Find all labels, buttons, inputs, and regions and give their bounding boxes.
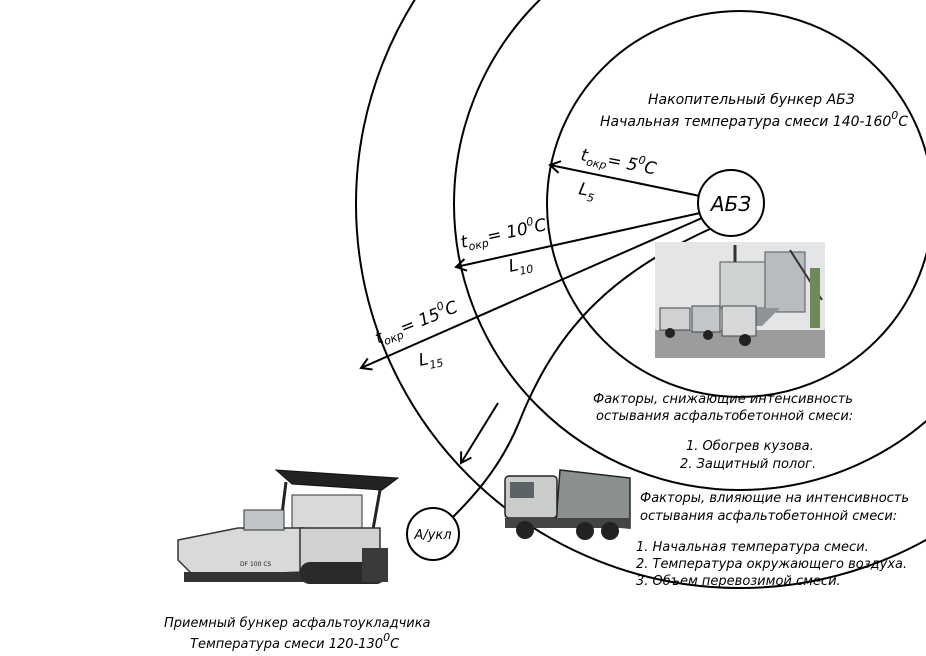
zone-5-temperature: tокр= 50C	[579, 142, 659, 181]
storage-temperature: Начальная температура смеси 140-1600C	[600, 109, 908, 130]
radius-arrow-15	[359, 217, 703, 371]
dump-truck-image	[504, 469, 631, 540]
plant-node[interactable]	[697, 169, 765, 237]
influencing-factor-1: 1. Начальная температура смеси.	[636, 540, 869, 555]
zone-10-distance: L10	[507, 252, 535, 279]
reducing-factors-title-1: Факторы, снижающие интенсивность	[593, 392, 853, 407]
zone-15-circle	[355, 0, 926, 589]
paver-node[interactable]	[406, 507, 460, 561]
influencing-factors-title-2: остывания асфальтобетонной смеси:	[640, 509, 897, 524]
delivery-route	[447, 227, 713, 523]
reducing-factor-1: 1. Обогрев кузова.	[686, 439, 814, 454]
asphalt-plant-photo	[655, 242, 825, 358]
zone-10-circle	[453, 0, 926, 491]
zone-5-distance: L5	[576, 179, 597, 205]
plant-label: АБЗ	[709, 192, 751, 216]
paver-hopper-title: Приемный бункер асфальтоукладчика	[164, 616, 431, 631]
radius-arrow-5	[548, 160, 701, 197]
influencing-factor-3: 3. Объем перевозимой смеси.	[636, 574, 841, 589]
paver-temperature: Температура смеси 120-1300C	[190, 631, 400, 652]
reducing-factor-2: 2. Защитный полог.	[680, 457, 816, 472]
asphalt-paver-image: DYNAPAC DF 100 CS	[177, 462, 400, 584]
paver-node-label: А/укл	[413, 528, 451, 543]
zone-5-circle	[546, 10, 926, 398]
zone-15-distance: L15	[417, 346, 445, 373]
influencing-factors-title-1: Факторы, влияющие на интенсивность	[640, 491, 909, 506]
reducing-factors-title-2: остывания асфальтобетонной смеси:	[596, 409, 853, 424]
storage-hopper-title: Накопительный бункер АБЗ	[648, 92, 855, 108]
delivery-direction-arrow	[459, 402, 499, 465]
influencing-factor-2: 2. Температура окружающего воздуха.	[636, 557, 907, 572]
radius-arrow-10	[454, 212, 701, 272]
paver-brand: DYNAPAC	[290, 462, 318, 469]
paver-model: DF 100 CS	[240, 561, 272, 568]
zone-15-temperature: tокр= 150C	[371, 295, 461, 351]
